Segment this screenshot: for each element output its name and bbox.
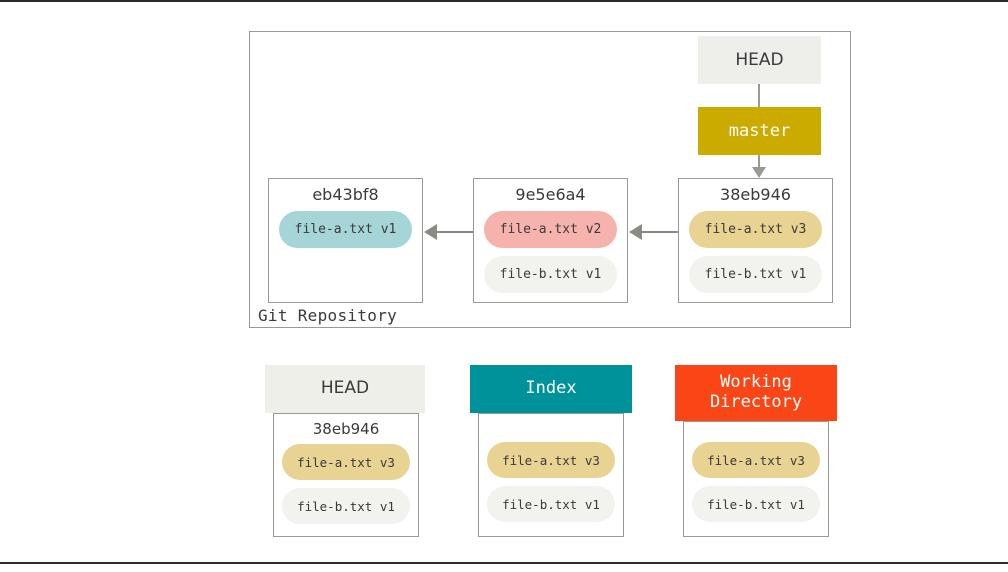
head-area-header[interactable]: HEAD [265, 365, 425, 413]
commit-box-38eb946[interactable]: 38eb946 file-a.txt v3 file-b.txt v1 [678, 178, 833, 303]
commit-link-arrowhead-icon [629, 224, 642, 240]
commit-link-arrowhead-icon [424, 224, 437, 240]
master-commit-connector [758, 155, 760, 173]
working-directory-title-line1: Working [720, 372, 792, 393]
commit-hash: 38eb946 [720, 185, 791, 204]
file-pill: file-a.txt v1 [279, 211, 412, 248]
file-pill: file-b.txt v1 [484, 256, 617, 293]
file-pill: file-a.txt v3 [692, 442, 820, 478]
working-directory-area-header[interactable]: Working Directory [675, 365, 837, 421]
commit-hash: 9e5e6a4 [515, 185, 586, 204]
commit-box-9e5e6a4[interactable]: 9e5e6a4 file-a.txt v2 file-b.txt v1 [473, 178, 628, 303]
commit-box-eb43bf8[interactable]: eb43bf8 file-a.txt v1 [268, 178, 423, 303]
head-area-title: HEAD [320, 378, 370, 399]
index-area-body: file-a.txt v3 file-b.txt v1 [478, 413, 624, 537]
head-ref-box[interactable]: HEAD [698, 36, 821, 84]
file-pill: file-a.txt v3 [689, 211, 822, 248]
master-commit-arrowhead-icon [752, 167, 766, 178]
commit-link-line [432, 231, 474, 233]
file-pill: file-b.txt v1 [692, 486, 820, 522]
commit-link-line [637, 231, 679, 233]
file-pill: file-b.txt v1 [282, 488, 410, 524]
working-directory-title-line2: Directory [709, 392, 803, 412]
commit-hash: eb43bf8 [312, 185, 379, 204]
working-directory-area-body: file-a.txt v3 file-b.txt v1 [683, 421, 829, 537]
file-pill: file-a.txt v2 [484, 211, 617, 248]
file-pill: file-b.txt v1 [689, 256, 822, 293]
head-master-connector [758, 84, 760, 107]
git-repository-label: Git Repository [258, 306, 398, 325]
index-area-title: Index [525, 378, 577, 399]
file-pill: file-a.txt v3 [282, 444, 410, 480]
file-pill: file-b.txt v1 [487, 486, 615, 522]
working-directory-area-title: Working Directory [710, 373, 802, 412]
file-pill: file-a.txt v3 [487, 442, 615, 478]
index-area-header[interactable]: Index [470, 365, 632, 413]
head-area-hash: 38eb946 [312, 420, 380, 438]
bottom-divider [0, 562, 1008, 564]
head-ref-label: HEAD [735, 50, 784, 70]
top-divider [0, 0, 1008, 2]
master-ref-box[interactable]: master [698, 107, 821, 155]
master-ref-label: master [728, 121, 791, 141]
head-area-body: 38eb946 file-a.txt v3 file-b.txt v1 [273, 413, 419, 537]
